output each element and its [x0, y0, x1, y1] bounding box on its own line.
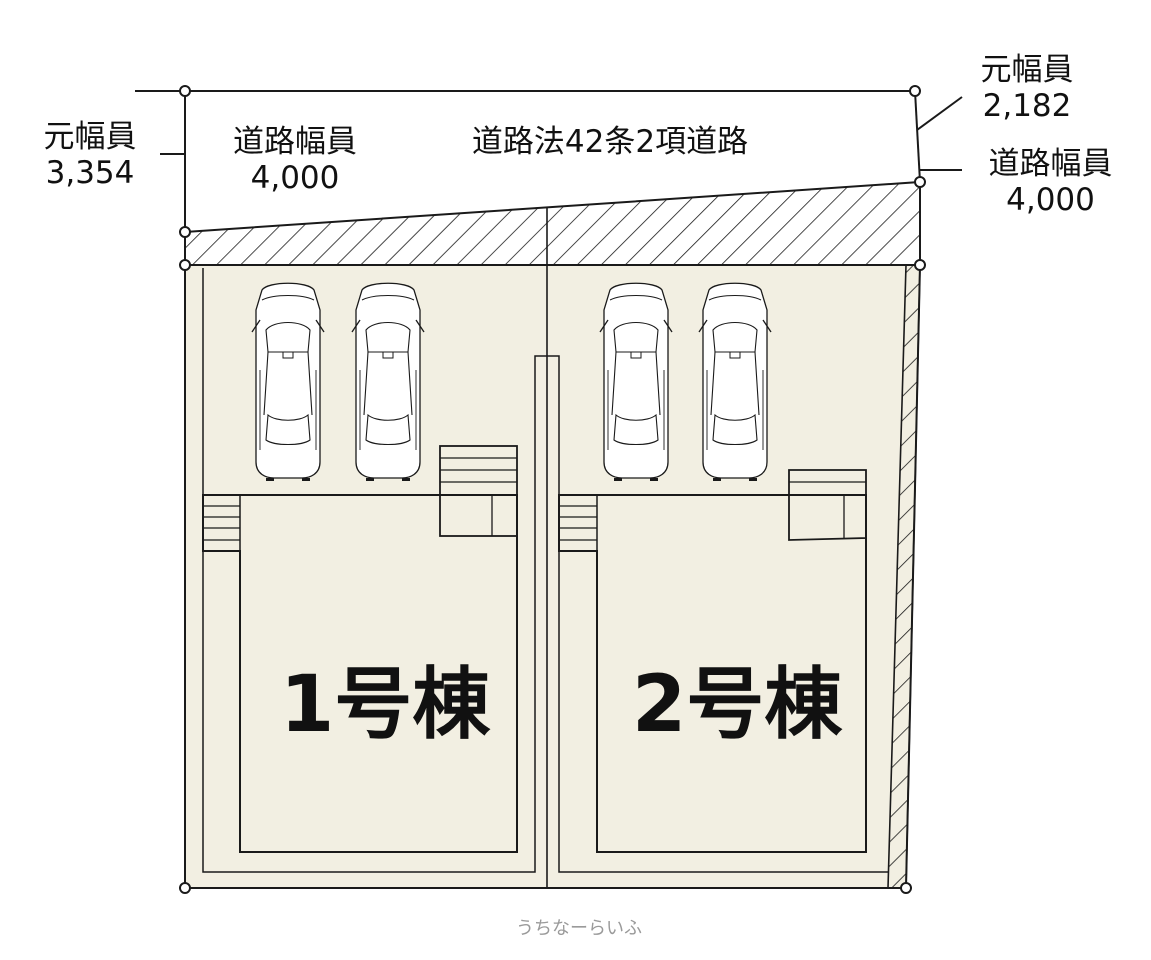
building-2-entry-steps	[558, 494, 598, 552]
lot2-inner-boundary	[547, 355, 888, 873]
boundary-marker	[900, 882, 912, 894]
road-right-boundary	[914, 90, 921, 183]
boundary-marker	[179, 226, 191, 238]
building-1-porch	[439, 445, 518, 537]
road-width-right-title: 道路幅員	[988, 146, 1113, 182]
car-3	[599, 282, 673, 482]
road-width-right-label: 道路幅員 4,000	[968, 146, 1133, 218]
road-width-left-label: 道路幅員 4,000	[215, 124, 375, 196]
road-width-left-value: 4,000	[250, 160, 340, 196]
watermark: うちなーらいふ	[516, 918, 642, 939]
orig-width-left-value: 3,354	[45, 155, 135, 191]
building-1-entry-steps	[202, 494, 241, 552]
orig-width-left-label: 元幅員 3,354	[30, 119, 150, 191]
car-2	[351, 282, 425, 482]
orig-width-right-value: 2,182	[982, 88, 1072, 124]
car-4	[698, 282, 772, 482]
orig-width-left-title: 元幅員	[43, 119, 137, 155]
boundary-marker	[914, 176, 926, 188]
building-2-label: 2号棟	[632, 660, 843, 750]
building-2-porch	[788, 469, 867, 541]
road-title: 道路法42条2項道路	[471, 124, 749, 160]
orig-width-right-label: 元幅員 2,182	[962, 52, 1092, 124]
orig-width-right-title: 元幅員	[980, 52, 1074, 88]
boundary-marker	[914, 259, 926, 271]
road-width-right-value: 4,000	[1006, 182, 1095, 218]
boundary-marker	[179, 259, 191, 271]
leader-line-orig-right	[916, 96, 963, 131]
car-1	[251, 282, 325, 482]
boundary-marker	[179, 882, 191, 894]
boundary-marker	[909, 85, 921, 97]
boundary-marker	[179, 85, 191, 97]
road-width-left-title: 道路幅員	[233, 124, 357, 160]
building-1-label: 1号棟	[280, 660, 491, 750]
lot1-inner-boundary	[202, 268, 547, 873]
